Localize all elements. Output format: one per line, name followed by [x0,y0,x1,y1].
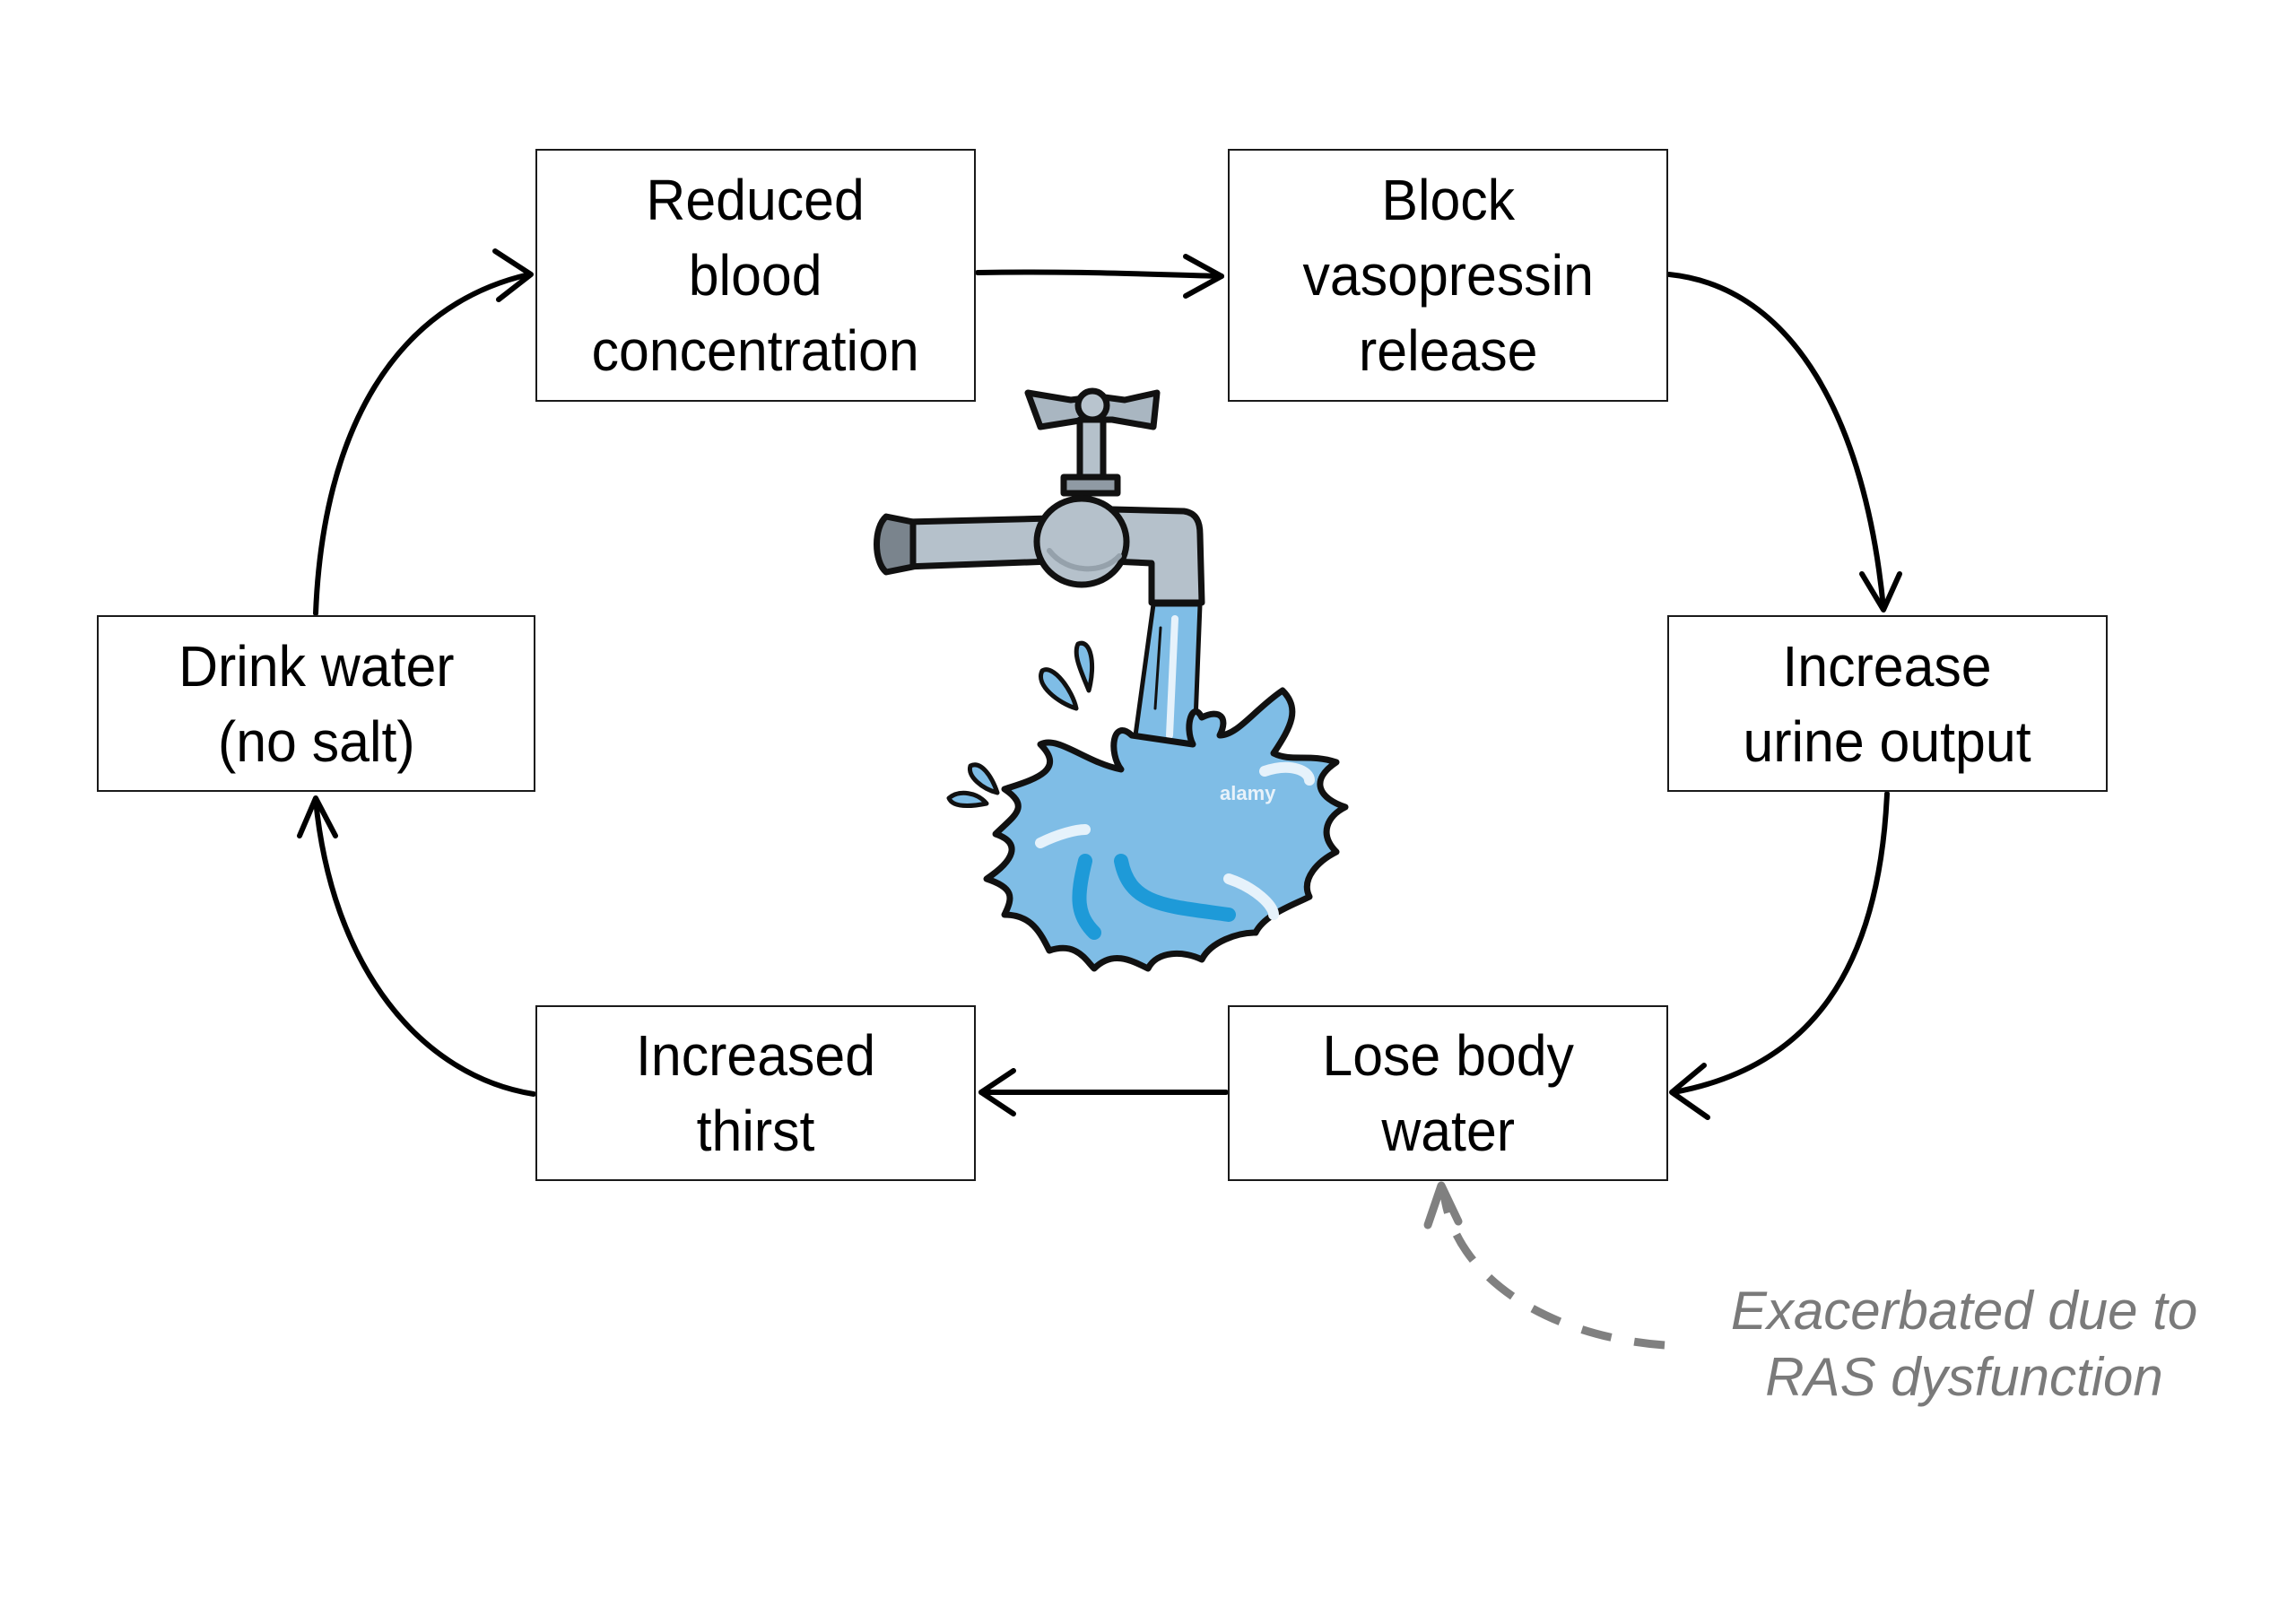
faucet-illustration [874,387,1349,972]
water-splash-icon [983,687,1349,972]
water-droplets-icon [946,640,1095,808]
faucet-handle-icon [1024,387,1161,497]
arrow-block-to-urine [1666,272,1902,612]
node-block-vasopressin-release: Block vasopressin release [1228,149,1668,402]
node-label: Reduced blood concentration [591,168,920,383]
arrow-drink-to-reduced [313,248,534,616]
annotation-ras-dysfunction: Exacerbated due to RAS dysfunction [1730,1281,2198,1407]
arrow-lose-to-thirst [978,1068,1229,1116]
arrow-thirst-to-drink [297,795,536,1097]
node-label: Drink water (no salt) [178,633,455,774]
arrow-reduced-to-block [975,254,1224,299]
node-label: Block vasopressin release [1302,168,1594,383]
watermark-text: alamy [1220,782,1276,804]
node-increase-urine-output: Increase urine output [1667,615,2108,792]
node-increased-thirst: Increased thirst [535,1005,976,1181]
faucet-pipe-icon [874,495,1205,606]
node-label: Increase urine output [1743,633,2032,774]
arrow-annotation-to-lose [1423,1181,1665,1350]
node-lose-body-water: Lose body water [1228,1005,1668,1181]
node-drink-water: Drink water (no salt) [97,615,535,792]
node-reduced-blood-concentration: Reduced blood concentration [535,149,976,402]
node-label: Lose body water [1322,1023,1574,1163]
node-label: Increased thirst [635,1023,876,1163]
arrow-urine-to-lose [1669,791,1890,1120]
